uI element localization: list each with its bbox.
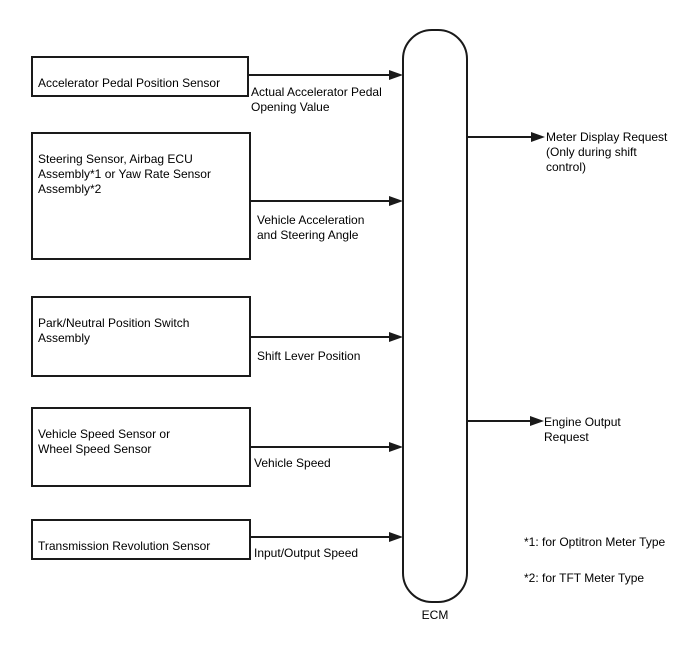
signal-label-shift-lever-position: Shift Lever Position	[257, 349, 361, 363]
connector-park-neutral	[250, 332, 403, 342]
signal-label-vehicle-acceleration-steering-angle: Vehicle Acceleration and Steering Angle	[257, 213, 365, 242]
connector-transmission-revolution	[250, 532, 403, 542]
ecm-block-label: ECM	[421, 608, 449, 622]
sensor-box-label: Vehicle Speed Sensor or Wheel Speed Sens…	[38, 427, 171, 456]
sensor-box-label: Steering Sensor, Airbag ECU Assembly*1 o…	[38, 152, 211, 196]
sensor-box-vehicle-wheel-speed: Vehicle Speed Sensor or Wheel Speed Sens…	[31, 407, 251, 487]
ecm-block	[402, 29, 468, 603]
sensor-box-label: Transmission Revolution Sensor	[38, 539, 211, 553]
signal-label-vehicle-speed: Vehicle Speed	[254, 456, 331, 470]
sensor-box-accelerator-pedal-position: Accelerator Pedal Position Sensor	[31, 56, 249, 97]
sensor-box-park-neutral-switch: Park/Neutral Position Switch Assembly	[31, 296, 251, 377]
footnote-optitron-meter-type: *1: for Optitron Meter Type	[524, 535, 666, 549]
sensor-box-transmission-revolution: Transmission Revolution Sensor	[31, 519, 251, 560]
output-label-meter-display-request: Meter Display Request (Only during shift…	[546, 130, 668, 174]
sensor-box-steering-airbag-yaw: Steering Sensor, Airbag ECU Assembly*1 o…	[31, 132, 251, 260]
sensor-box-label: Accelerator Pedal Position Sensor	[38, 76, 221, 90]
connector-vehicle-speed	[250, 442, 403, 452]
connector-steering-yaw	[250, 196, 403, 206]
signal-label-actual-accelerator-pedal-opening-value: Actual Accelerator Pedal Opening Value	[251, 85, 382, 114]
signal-label-input-output-speed: Input/Output Speed	[254, 546, 359, 560]
connector-engine-output-request	[467, 416, 544, 426]
sensor-box-label: Park/Neutral Position Switch Assembly	[38, 316, 190, 345]
output-label-engine-output-request: Engine Output Request	[544, 415, 621, 444]
connector-meter-display-request	[467, 132, 545, 142]
connector-accelerator-pedal	[249, 70, 403, 80]
footnote-tft-meter-type: *2: for TFT Meter Type	[524, 571, 645, 585]
